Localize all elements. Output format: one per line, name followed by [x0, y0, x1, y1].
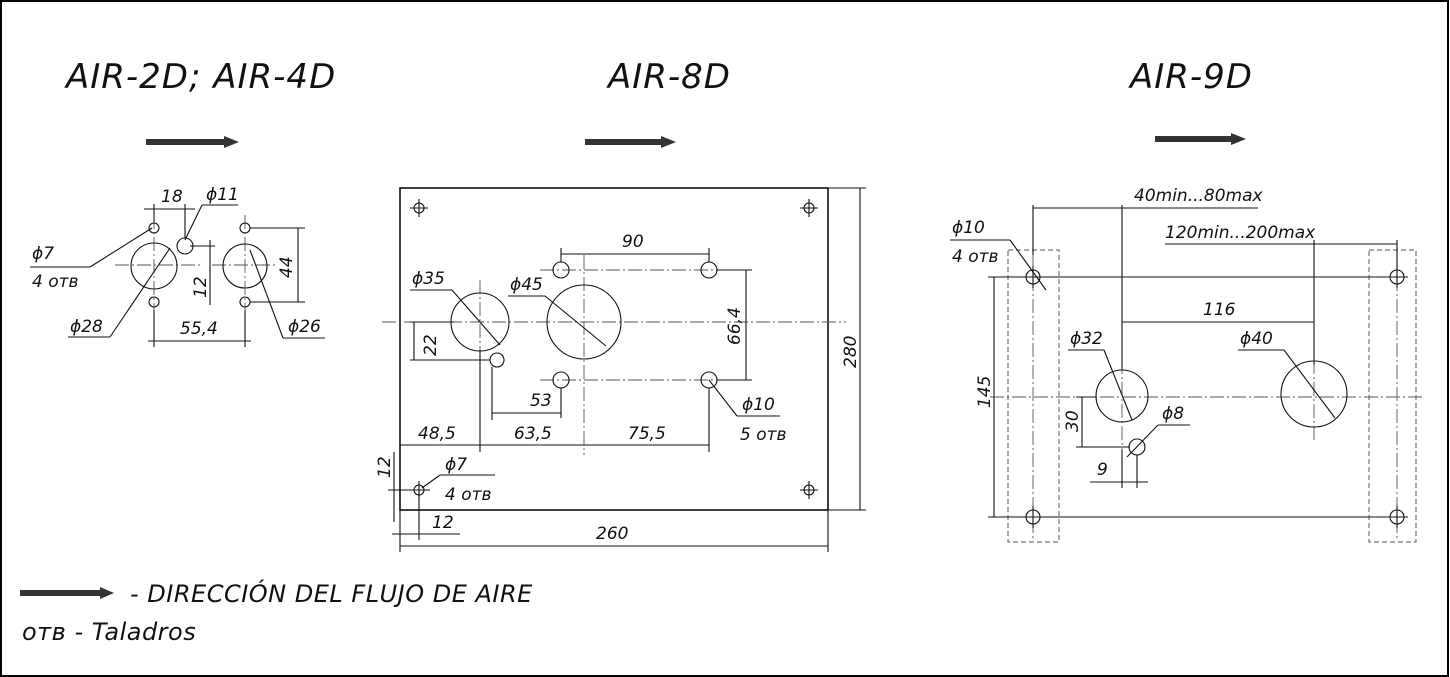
svg-text:66,4: 66,4: [725, 307, 745, 345]
svg-text:ϕ10: ϕ10: [952, 218, 985, 238]
svg-text:280: 280: [841, 336, 861, 368]
svg-text:ϕ32: ϕ32: [1070, 329, 1103, 349]
svg-text:4 отв: 4 отв: [445, 485, 492, 505]
svg-text:ϕ7: ϕ7: [445, 455, 467, 475]
svg-text:75,5: 75,5: [628, 424, 666, 444]
svg-text:22: 22: [421, 334, 441, 356]
flow-arrow-icon: [146, 136, 239, 148]
rail-right: [1368, 249, 1417, 543]
svg-text:18: 18: [161, 187, 183, 207]
svg-text:55,4: 55,4: [180, 319, 218, 339]
svg-text:ϕ28: ϕ28: [70, 317, 103, 337]
svg-text:44: 44: [277, 256, 297, 278]
svg-text:120min...200max: 120min...200max: [1165, 223, 1316, 243]
flow-arrow-icon: [585, 136, 676, 148]
svg-text:48,5: 48,5: [418, 424, 456, 444]
svg-text:30: 30: [1063, 410, 1083, 432]
svg-text:ϕ26: ϕ26: [288, 317, 321, 337]
svg-text:12: 12: [191, 276, 211, 298]
svg-text:ϕ11: ϕ11: [206, 185, 239, 205]
flow-arrow-icon: [20, 587, 114, 599]
svg-text:ϕ35: ϕ35: [412, 269, 445, 289]
svg-text:116: 116: [1203, 300, 1236, 320]
svg-text:4 отв: 4 отв: [952, 247, 999, 267]
svg-text:40min...80max: 40min...80max: [1134, 186, 1264, 206]
drawing-title: AIR-8D: [606, 57, 731, 97]
legend-holes-abbrev: отв - Taladros: [22, 618, 196, 646]
svg-text:12: 12: [432, 513, 454, 533]
legend-flow-direction: - DIRECCIÓN DEL FLUJO DE AIRE: [130, 578, 533, 608]
svg-text:90: 90: [622, 232, 644, 252]
svg-text:ϕ10: ϕ10: [742, 395, 775, 415]
drawing-air-9d: AIR-9D 40min...80max: [950, 57, 1425, 543]
svg-text:53: 53: [530, 391, 552, 411]
svg-text:ϕ40: ϕ40: [1240, 329, 1273, 349]
svg-text:4 отв: 4 отв: [32, 272, 79, 292]
drawing-air-2d-4d: AIR-2D; AIR-4D 18 ϕ11 ϕ7 4 отв: [30, 57, 336, 347]
svg-text:12: 12: [375, 456, 395, 478]
drawing-title: AIR-9D: [1128, 57, 1253, 97]
svg-text:260: 260: [596, 524, 628, 544]
svg-text:63,5: 63,5: [514, 424, 552, 444]
drawing-title: AIR-2D; AIR-4D: [64, 57, 336, 97]
svg-text:9: 9: [1097, 460, 1108, 480]
hole-d26: [222, 243, 268, 289]
svg-text:5 отв: 5 отв: [740, 425, 787, 445]
svg-text:ϕ45: ϕ45: [510, 275, 543, 295]
hole-d45: [546, 284, 622, 360]
svg-text:ϕ7: ϕ7: [32, 244, 54, 264]
hole-d28: [130, 242, 178, 290]
drawing-air-8d: AIR-8D 90: [375, 57, 866, 552]
flow-arrow-icon: [1155, 133, 1246, 145]
mounting-plate: [399, 187, 829, 511]
svg-text:145: 145: [975, 376, 995, 408]
svg-text:ϕ8: ϕ8: [1162, 404, 1184, 424]
legend: - DIRECCIÓN DEL FLUJO DE AIRE отв - Tala…: [20, 578, 533, 646]
